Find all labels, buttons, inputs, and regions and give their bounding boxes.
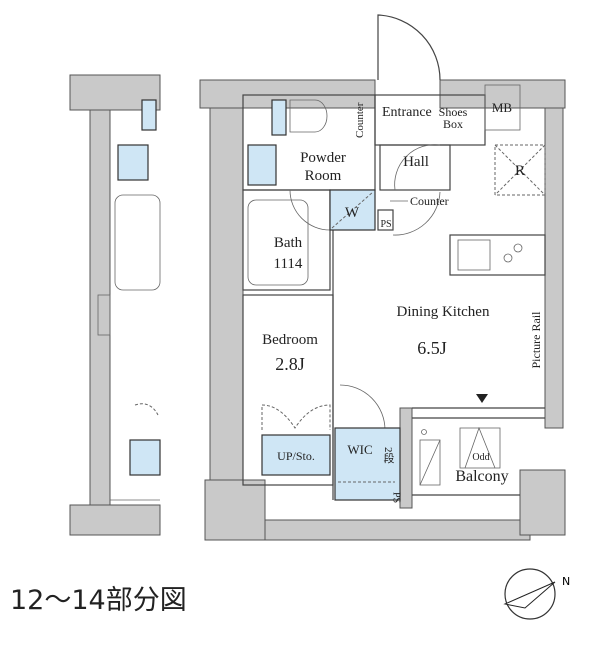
label-powder-room: Powder [300,150,346,166]
label-ps-top: PS [380,219,391,230]
compass-label: N [562,575,570,588]
room-labels: Entrance Shoes Box MB Counter Powder Roo… [262,100,543,503]
label-entrance: Entrance [382,105,432,120]
label-bath-size: 1114 [274,256,303,272]
entrance-door [377,14,441,81]
label-dining-kitchen-size: 6.5J [417,338,447,358]
label-counter-vertical: Counter [354,102,366,138]
label-shoes-box: Shoes [439,105,468,119]
label-powder-room-2: Room [305,168,342,184]
label-bedroom-size: 2.8J [275,354,305,374]
adjacent-unit [69,74,161,536]
label-r: R [515,163,525,179]
label-dining-kitchen: Dining Kitchen [397,304,490,320]
label-hall: Hall [403,154,429,170]
label-step: 2段 [382,447,395,464]
walls [199,79,566,541]
label-balcony: Balcony [455,468,508,485]
label-wic: WIC [347,442,372,457]
label-counter: Counter [410,194,449,208]
label-shoes-box-2: Box [443,117,463,131]
label-odd: Odd [472,452,489,463]
label-mb: MB [492,100,513,115]
north-arrow-icon: N [503,568,570,620]
label-bath: Bath [274,235,303,251]
label-ps-bottom: PS [391,492,402,503]
label-picture-rail: Picture Rail [529,311,543,369]
floor-range-caption: 12〜14部分図 [10,585,187,616]
label-up-sto: UP/Sto. [277,449,315,463]
partitions [242,84,546,501]
triangle-marker-icon [476,394,488,403]
label-w: W [345,205,360,221]
label-bedroom: Bedroom [262,332,318,348]
